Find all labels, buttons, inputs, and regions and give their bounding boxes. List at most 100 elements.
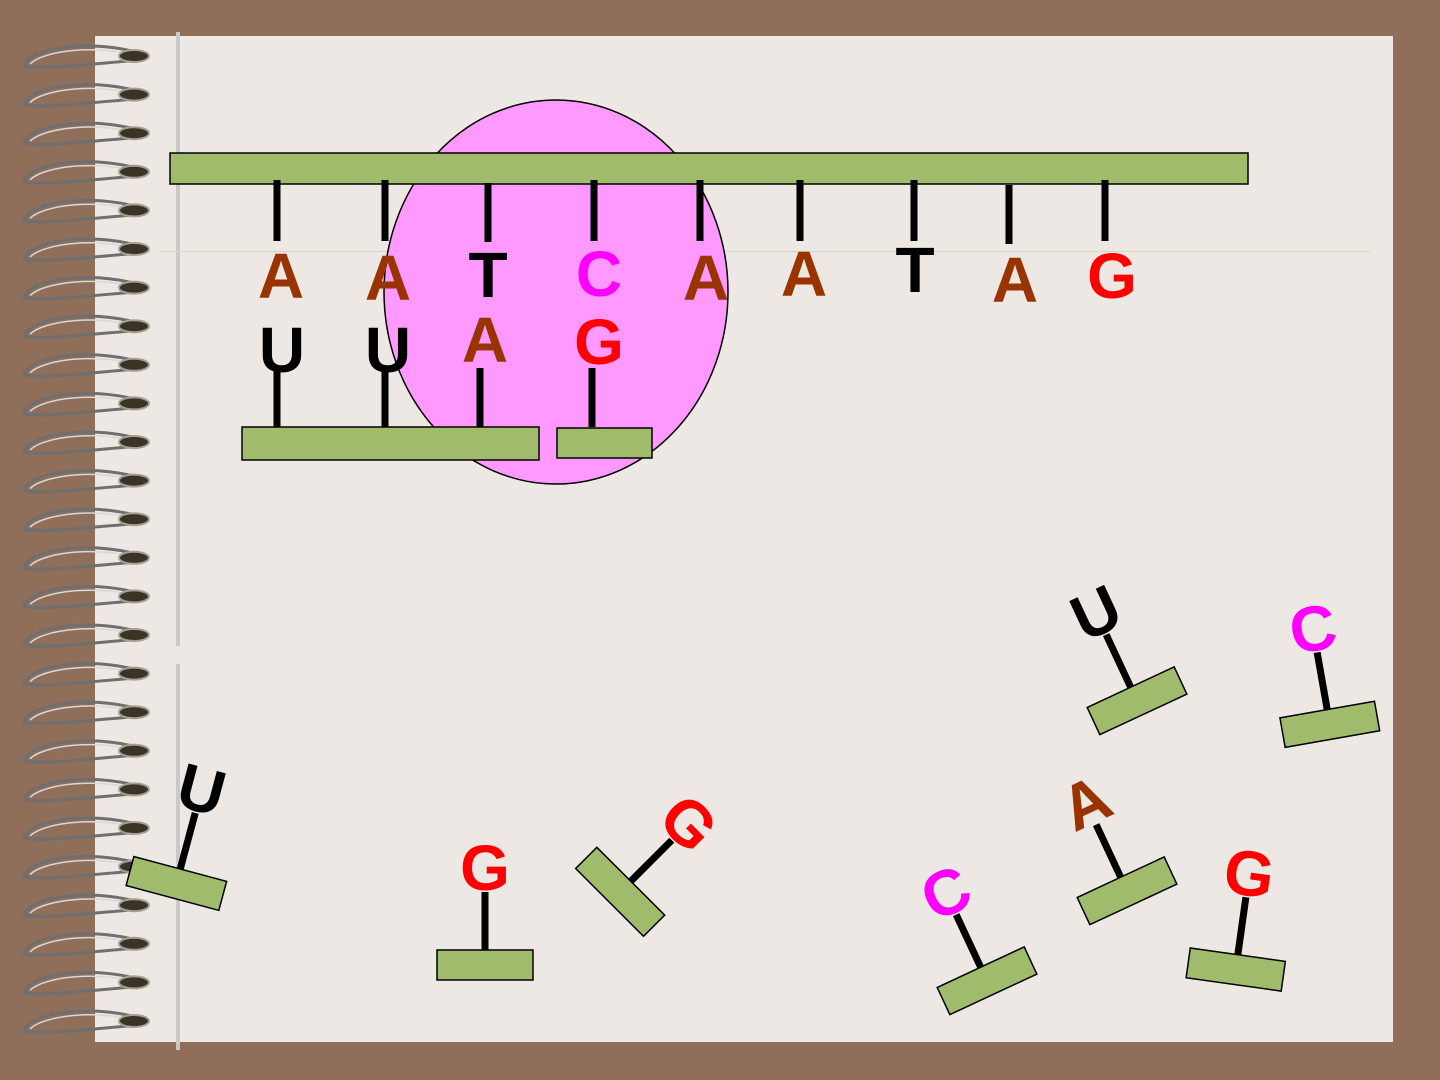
spiral-coil [22, 44, 149, 69]
spiral-coil [22, 932, 149, 957]
dna-base-letter: T [468, 239, 507, 311]
spiral-coil [22, 83, 149, 108]
spiral-coil [22, 160, 149, 185]
free-nucleotide: G [1185, 834, 1287, 992]
dna-base-letter: C [576, 238, 622, 310]
spiral-hole [118, 936, 150, 951]
spiral-binding [22, 44, 150, 1034]
spiral-hole [118, 396, 150, 411]
dna-base-letter: A [258, 240, 304, 312]
spiral-coil [22, 198, 149, 224]
free-nucleotide: G [436, 832, 534, 981]
spiral-hole [118, 550, 150, 565]
margin-line [176, 32, 180, 1050]
nucleotide-stem [1102, 633, 1134, 689]
rna-polymerase-ellipse [383, 99, 729, 485]
spiral-coil [22, 662, 149, 687]
spiral-hole [118, 126, 150, 141]
spiral-hole [118, 628, 150, 642]
spiral-coil [22, 623, 149, 648]
spiral-hole [118, 898, 150, 913]
spiral-coil [22, 314, 149, 339]
spiral-hole [118, 280, 150, 295]
nucleotide-stem [952, 913, 984, 969]
spiral-hole [118, 975, 150, 990]
spiral-coil [22, 237, 149, 262]
sugar-phosphate-block [1086, 665, 1188, 736]
free-nucleotide: A [1050, 760, 1178, 926]
free-nucleotide-letter: C [1284, 589, 1342, 668]
spiral-coil [22, 391, 149, 417]
spiral-hole [118, 357, 150, 372]
spiral-hole [118, 705, 150, 720]
spiral-hole [118, 319, 150, 334]
free-nucleotide-letter: U [170, 749, 233, 831]
free-nucleotide: G [574, 780, 732, 938]
spiral-coil [22, 507, 149, 532]
notebook-page [95, 36, 1393, 1042]
free-nucleotide: C [910, 850, 1038, 1016]
mrna-base-letter: U [365, 314, 411, 386]
spiral-coil [22, 777, 149, 803]
sugar-phosphate-block [1279, 700, 1381, 749]
spiral-hole [118, 87, 150, 102]
dna-base-letter: A [992, 244, 1038, 316]
spiral-coil [22, 855, 149, 880]
nucleotide-stem [628, 837, 675, 884]
free-nucleotide-letter: U [1060, 570, 1132, 655]
spiral-coil [22, 584, 149, 610]
free-nucleotide-letter: G [1220, 834, 1279, 912]
spiral-hole [118, 49, 150, 63]
spiral-hole [118, 589, 150, 604]
free-nucleotide: C [1279, 589, 1381, 749]
sugar-phosphate-block [125, 855, 228, 912]
spiral-coil [22, 816, 149, 841]
dna-base-letter: T [895, 234, 934, 306]
nucleotide-stem [1313, 651, 1331, 711]
spiral-hole [118, 164, 150, 179]
mrna-base-letter: U [259, 314, 305, 386]
spiral-hole [118, 782, 150, 797]
free-nucleotide-letter: C [910, 850, 982, 935]
guide-line [160, 251, 1370, 252]
spiral-hole [118, 743, 150, 758]
spiral-coil [22, 121, 149, 146]
free-nucleotide: U [1060, 570, 1188, 736]
spiral-hole [118, 666, 150, 681]
mrna-backbone-new-segment [556, 427, 653, 459]
margin-gap [170, 646, 186, 664]
nucleotide-stem [1234, 896, 1250, 956]
spiral-coil [22, 353, 149, 378]
sugar-phosphate-block [1076, 855, 1178, 926]
spiral-hole [118, 203, 150, 218]
spiral-hole [118, 435, 150, 449]
spiral-coil [22, 430, 149, 455]
free-nucleotide-letter: G [460, 832, 510, 904]
spiral-coil [22, 546, 149, 571]
spiral-hole [118, 473, 150, 488]
spiral-coil [22, 1009, 149, 1034]
dna-base-letter: A [365, 242, 411, 314]
dna-base-letter: A [781, 238, 827, 310]
spiral-hole [118, 821, 150, 835]
dna-strand-backbone [169, 152, 1249, 185]
spiral-coil [22, 893, 149, 918]
spiral-coil [22, 469, 149, 494]
spiral-coil [22, 739, 149, 764]
spiral-coil [22, 276, 149, 301]
dna-base-letter: G [1087, 240, 1137, 312]
mrna-base-letter: A [462, 304, 508, 376]
free-nucleotide: U [125, 749, 233, 912]
sugar-phosphate-block [1185, 947, 1287, 992]
spiral-hole [118, 512, 150, 527]
spiral-hole [118, 242, 150, 256]
spiral-coil [22, 700, 149, 725]
nucleotide-stem [176, 812, 199, 870]
free-nucleotide-letter: A [1050, 760, 1122, 845]
sugar-phosphate-block [936, 945, 1038, 1016]
sugar-phosphate-block [436, 949, 534, 981]
dna-base-letter: A [683, 242, 729, 314]
